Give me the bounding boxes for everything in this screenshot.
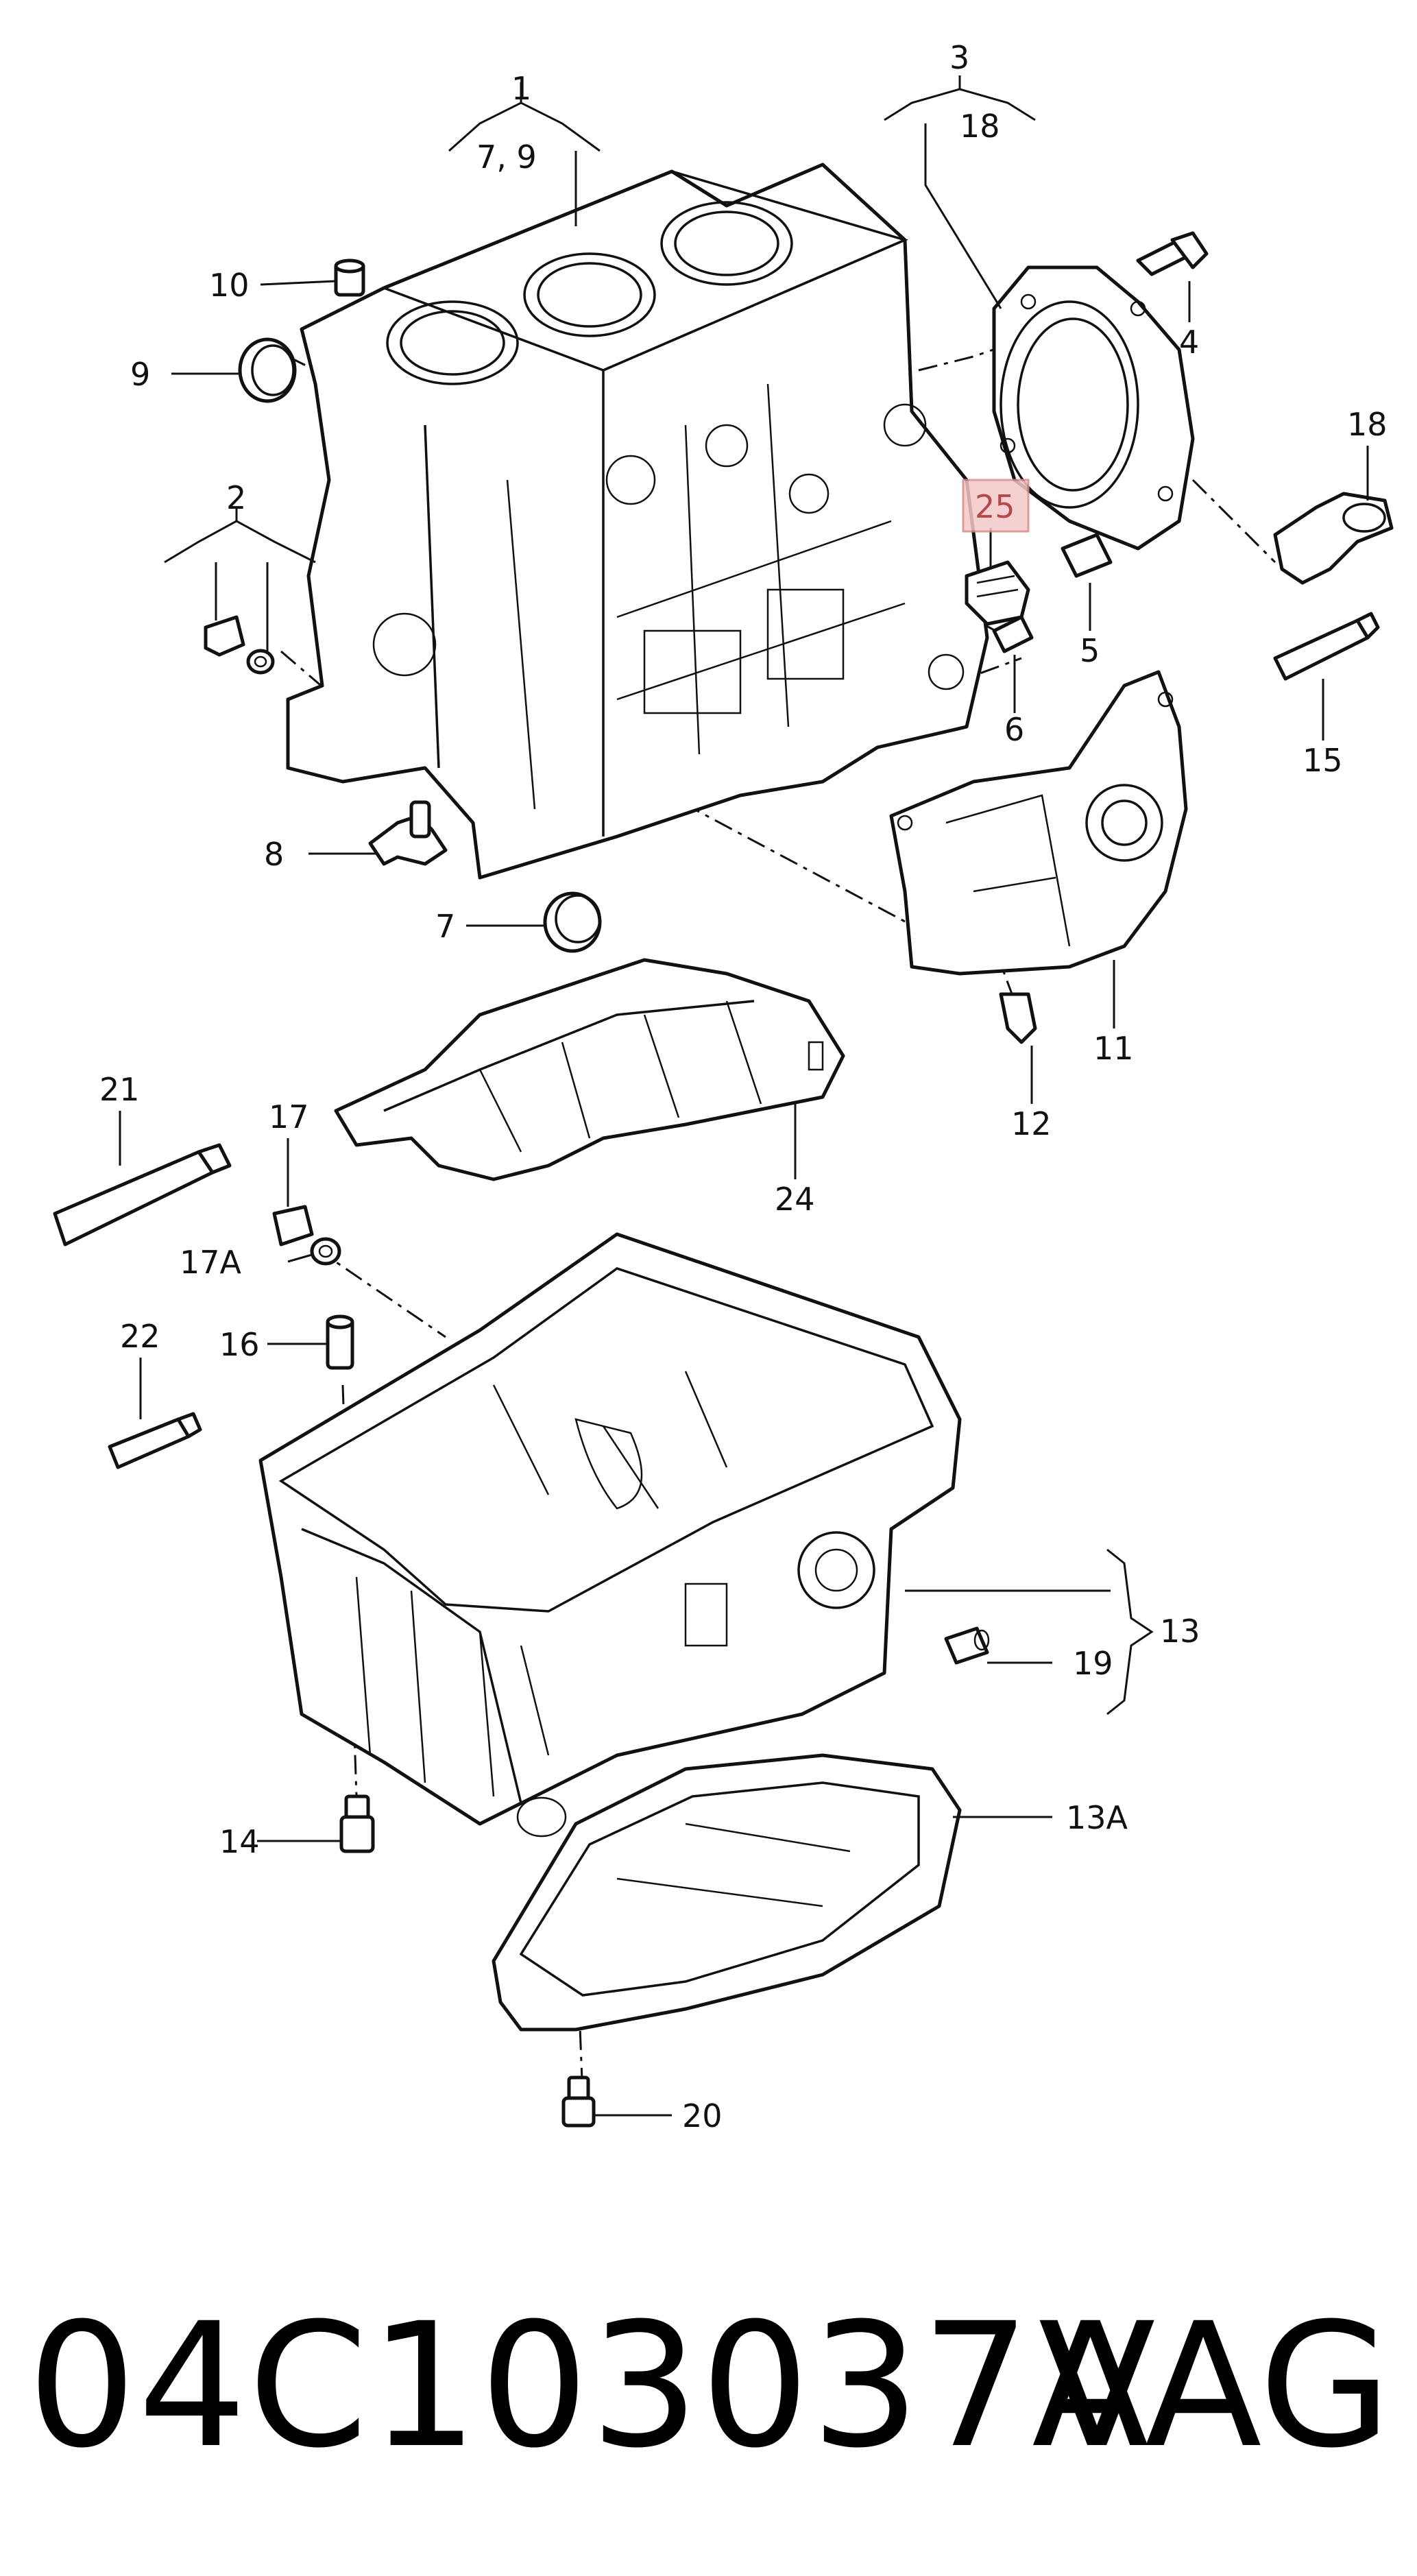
sealant-tube-21 (53, 1143, 232, 1247)
callout-21: 21 (99, 1071, 140, 1108)
callout-15: 15 (1303, 742, 1343, 779)
part-number: 04C103037A (27, 2286, 1151, 2485)
callout-1: 1 (511, 70, 531, 107)
callout-17a: 17A (180, 1244, 242, 1281)
bolt-4 (1136, 231, 1209, 276)
oil-pan (258, 1232, 962, 1838)
sleeve-16 (326, 1314, 354, 1370)
callout-18: 18 (1347, 406, 1388, 443)
callout-3-sub: 18 (960, 108, 1000, 145)
rear-seal-flange (992, 265, 1195, 551)
callout-3: 3 (949, 39, 969, 76)
callout-1-sub: 7, 9 (476, 139, 537, 176)
dowel-5 (1061, 533, 1113, 578)
callout-7: 7 (435, 908, 455, 945)
callout-14: 14 (219, 1823, 260, 1860)
baffle-plate (334, 958, 845, 1181)
callout-24: 24 (775, 1181, 815, 1218)
sensor-18 (1273, 492, 1394, 585)
lower-oil-pan (492, 1753, 962, 2032)
callout-12: 12 (1011, 1105, 1052, 1142)
exploded-parts-diagram: 1 7, 9 3 18 4 18 10 9 2 25 5 6 15 8 7 11… (53, 39, 1394, 2134)
callout-4: 4 (1179, 324, 1199, 361)
washer-17a (310, 1237, 341, 1266)
callout-9: 9 (130, 356, 150, 393)
bolt-14 (339, 1794, 375, 1853)
callout-17: 17 (269, 1098, 309, 1135)
callout-16: 16 (219, 1326, 260, 1363)
plug-10 (334, 258, 365, 297)
bracket-8 (368, 800, 448, 866)
callout-13a: 13A (1066, 1799, 1128, 1836)
callout-19: 19 (1073, 1645, 1113, 1682)
plug-and-washer-2 (204, 615, 275, 675)
cylinder-block (286, 162, 989, 880)
callout-6: 6 (1004, 711, 1024, 748)
callout-8: 8 (264, 836, 284, 873)
callout-2: 2 (226, 479, 246, 516)
bolt-12 (999, 992, 1037, 1044)
callout-25: 25 (975, 488, 1015, 525)
timing-cover (889, 670, 1188, 976)
callout-10: 10 (209, 267, 250, 304)
callout-5: 5 (1080, 632, 1100, 669)
brand-name: VAG (1038, 2286, 1392, 2485)
callout-11: 11 (1093, 1030, 1134, 1067)
sealant-tube-15 (1273, 612, 1380, 681)
sleeve-19 (944, 1626, 990, 1665)
leader-lines (119, 75, 1369, 2117)
footer: 04C103037A VAG (27, 2283, 1392, 2489)
callout-labels: 1 7, 9 3 18 4 18 10 9 2 25 5 6 15 8 7 11… (99, 39, 1388, 2134)
bolt-20 (561, 2075, 596, 2128)
dowel-6 (992, 615, 1034, 653)
drain-plug-17 (272, 1205, 314, 1247)
sealant-tube-22 (108, 1412, 202, 1469)
callout-20: 20 (682, 2097, 723, 2134)
cap-9 (238, 337, 297, 403)
cap-7 (543, 891, 602, 953)
part-25 (965, 560, 1030, 626)
callout-13: 13 (1160, 1613, 1200, 1650)
highlight-box-25 (962, 479, 1030, 533)
callout-22: 22 (120, 1318, 160, 1355)
